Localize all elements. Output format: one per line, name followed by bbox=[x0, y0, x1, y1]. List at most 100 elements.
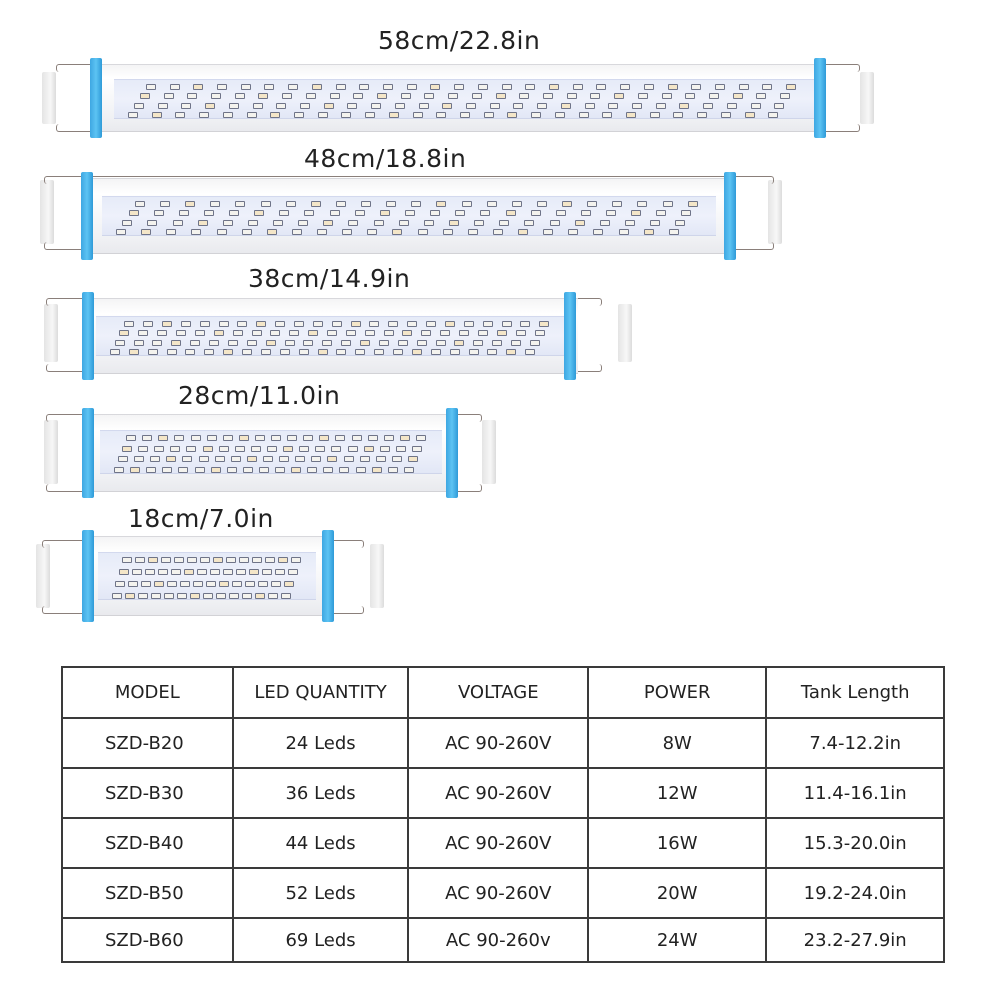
led-chip bbox=[141, 581, 152, 587]
led-chip bbox=[285, 201, 296, 207]
led-chip bbox=[614, 93, 625, 100]
led-chip bbox=[403, 467, 414, 473]
led-chip bbox=[675, 219, 686, 226]
led-chip bbox=[252, 102, 263, 109]
led-chip bbox=[174, 435, 185, 441]
led-chip bbox=[726, 102, 737, 109]
led-chip bbox=[282, 93, 293, 100]
led-chip bbox=[176, 330, 187, 337]
led-chip bbox=[398, 219, 409, 226]
led-chip bbox=[768, 112, 779, 118]
led-chip bbox=[238, 435, 249, 441]
led-chip bbox=[574, 219, 585, 226]
cell-model: SZD-B20 bbox=[61, 717, 234, 769]
led-chip bbox=[250, 445, 261, 452]
led-chip bbox=[421, 330, 432, 337]
led-chip bbox=[703, 102, 714, 109]
size-label-38cm: 38cm/14.9in bbox=[248, 264, 411, 293]
led-chip bbox=[506, 349, 517, 355]
led-chip bbox=[377, 93, 387, 100]
led-chip bbox=[489, 102, 500, 109]
led-chip bbox=[119, 330, 130, 337]
led-chip bbox=[288, 84, 299, 90]
led-chip bbox=[191, 229, 202, 235]
led-chip bbox=[406, 84, 417, 90]
cell-tank-length: 7.4-12.2in bbox=[765, 717, 945, 769]
led-chip bbox=[355, 349, 366, 355]
led-chip bbox=[343, 456, 354, 463]
led-chip bbox=[643, 229, 654, 235]
led-chip bbox=[211, 93, 221, 100]
led-chip bbox=[327, 456, 338, 463]
led-chip bbox=[347, 102, 358, 109]
cell-voltage: AC 90-260V bbox=[407, 767, 590, 819]
led-chip bbox=[555, 210, 566, 217]
led-chip bbox=[145, 84, 156, 90]
table-row: SZD-B60 69 Leds AC 90-260v 24W 23.2-27.9… bbox=[61, 917, 945, 963]
led-chip bbox=[468, 349, 479, 355]
led-chip bbox=[486, 201, 497, 207]
led-chip bbox=[650, 219, 661, 226]
led-chip bbox=[216, 84, 227, 90]
end-cap-left bbox=[82, 292, 94, 380]
led-chip bbox=[656, 210, 667, 217]
led-chip bbox=[331, 445, 342, 452]
led-chip bbox=[279, 349, 290, 355]
bracket-right bbox=[768, 180, 782, 244]
led-chip bbox=[587, 201, 598, 207]
led-chip bbox=[138, 593, 148, 599]
led-chip bbox=[166, 456, 177, 463]
led-chip bbox=[254, 435, 265, 441]
led-chip bbox=[339, 467, 350, 473]
spec-table: MODEL LED QUANTITY VOLTAGE POWER Tank Le… bbox=[61, 666, 945, 963]
led-chip bbox=[227, 339, 238, 346]
led-chip bbox=[181, 102, 192, 109]
led-chip bbox=[335, 435, 346, 441]
led-chip bbox=[128, 349, 139, 355]
led-chip bbox=[290, 557, 301, 563]
led-chip bbox=[572, 84, 583, 90]
led-chip bbox=[460, 112, 470, 118]
led-chip bbox=[397, 339, 408, 346]
led-chip bbox=[138, 445, 149, 452]
led-chip bbox=[234, 93, 245, 100]
led-chip bbox=[270, 112, 281, 118]
led-chip bbox=[147, 349, 158, 355]
led-chip bbox=[359, 84, 370, 90]
led-chip bbox=[258, 581, 269, 587]
led-chip bbox=[153, 210, 164, 217]
led-chip bbox=[232, 581, 243, 587]
led-chip bbox=[203, 210, 214, 217]
led-chip bbox=[549, 219, 560, 226]
led-chip bbox=[228, 102, 239, 109]
led-chip bbox=[474, 219, 485, 226]
led-chip bbox=[430, 210, 441, 217]
led-chip bbox=[510, 339, 521, 346]
led-chip bbox=[180, 581, 191, 587]
led-chip bbox=[186, 445, 197, 452]
bracket-left bbox=[36, 544, 50, 608]
cell-power: 16W bbox=[587, 817, 768, 869]
led-chip bbox=[786, 84, 797, 90]
led-chip bbox=[342, 229, 353, 235]
led-chip bbox=[407, 321, 418, 327]
led-chip bbox=[411, 201, 422, 207]
led-chip bbox=[299, 445, 310, 452]
bracket-left bbox=[44, 420, 58, 484]
led-chip bbox=[536, 201, 547, 207]
led-chip bbox=[347, 445, 358, 452]
led-chip bbox=[525, 349, 536, 355]
end-cap-left bbox=[81, 172, 93, 260]
cell-model: SZD-B60 bbox=[61, 917, 234, 963]
led-chip bbox=[173, 557, 184, 563]
led-chip bbox=[537, 102, 548, 109]
led-chip bbox=[118, 569, 129, 575]
led-chip bbox=[411, 349, 422, 355]
led-chip bbox=[222, 219, 233, 226]
led-chip bbox=[232, 330, 243, 337]
led-chip bbox=[134, 456, 145, 463]
led-chip bbox=[194, 330, 205, 337]
led-chip bbox=[539, 321, 550, 327]
table-row: SZD-B20 24 Leds AC 90-260V 8W 7.4-12.2in bbox=[61, 717, 945, 769]
led-chip bbox=[480, 210, 491, 217]
